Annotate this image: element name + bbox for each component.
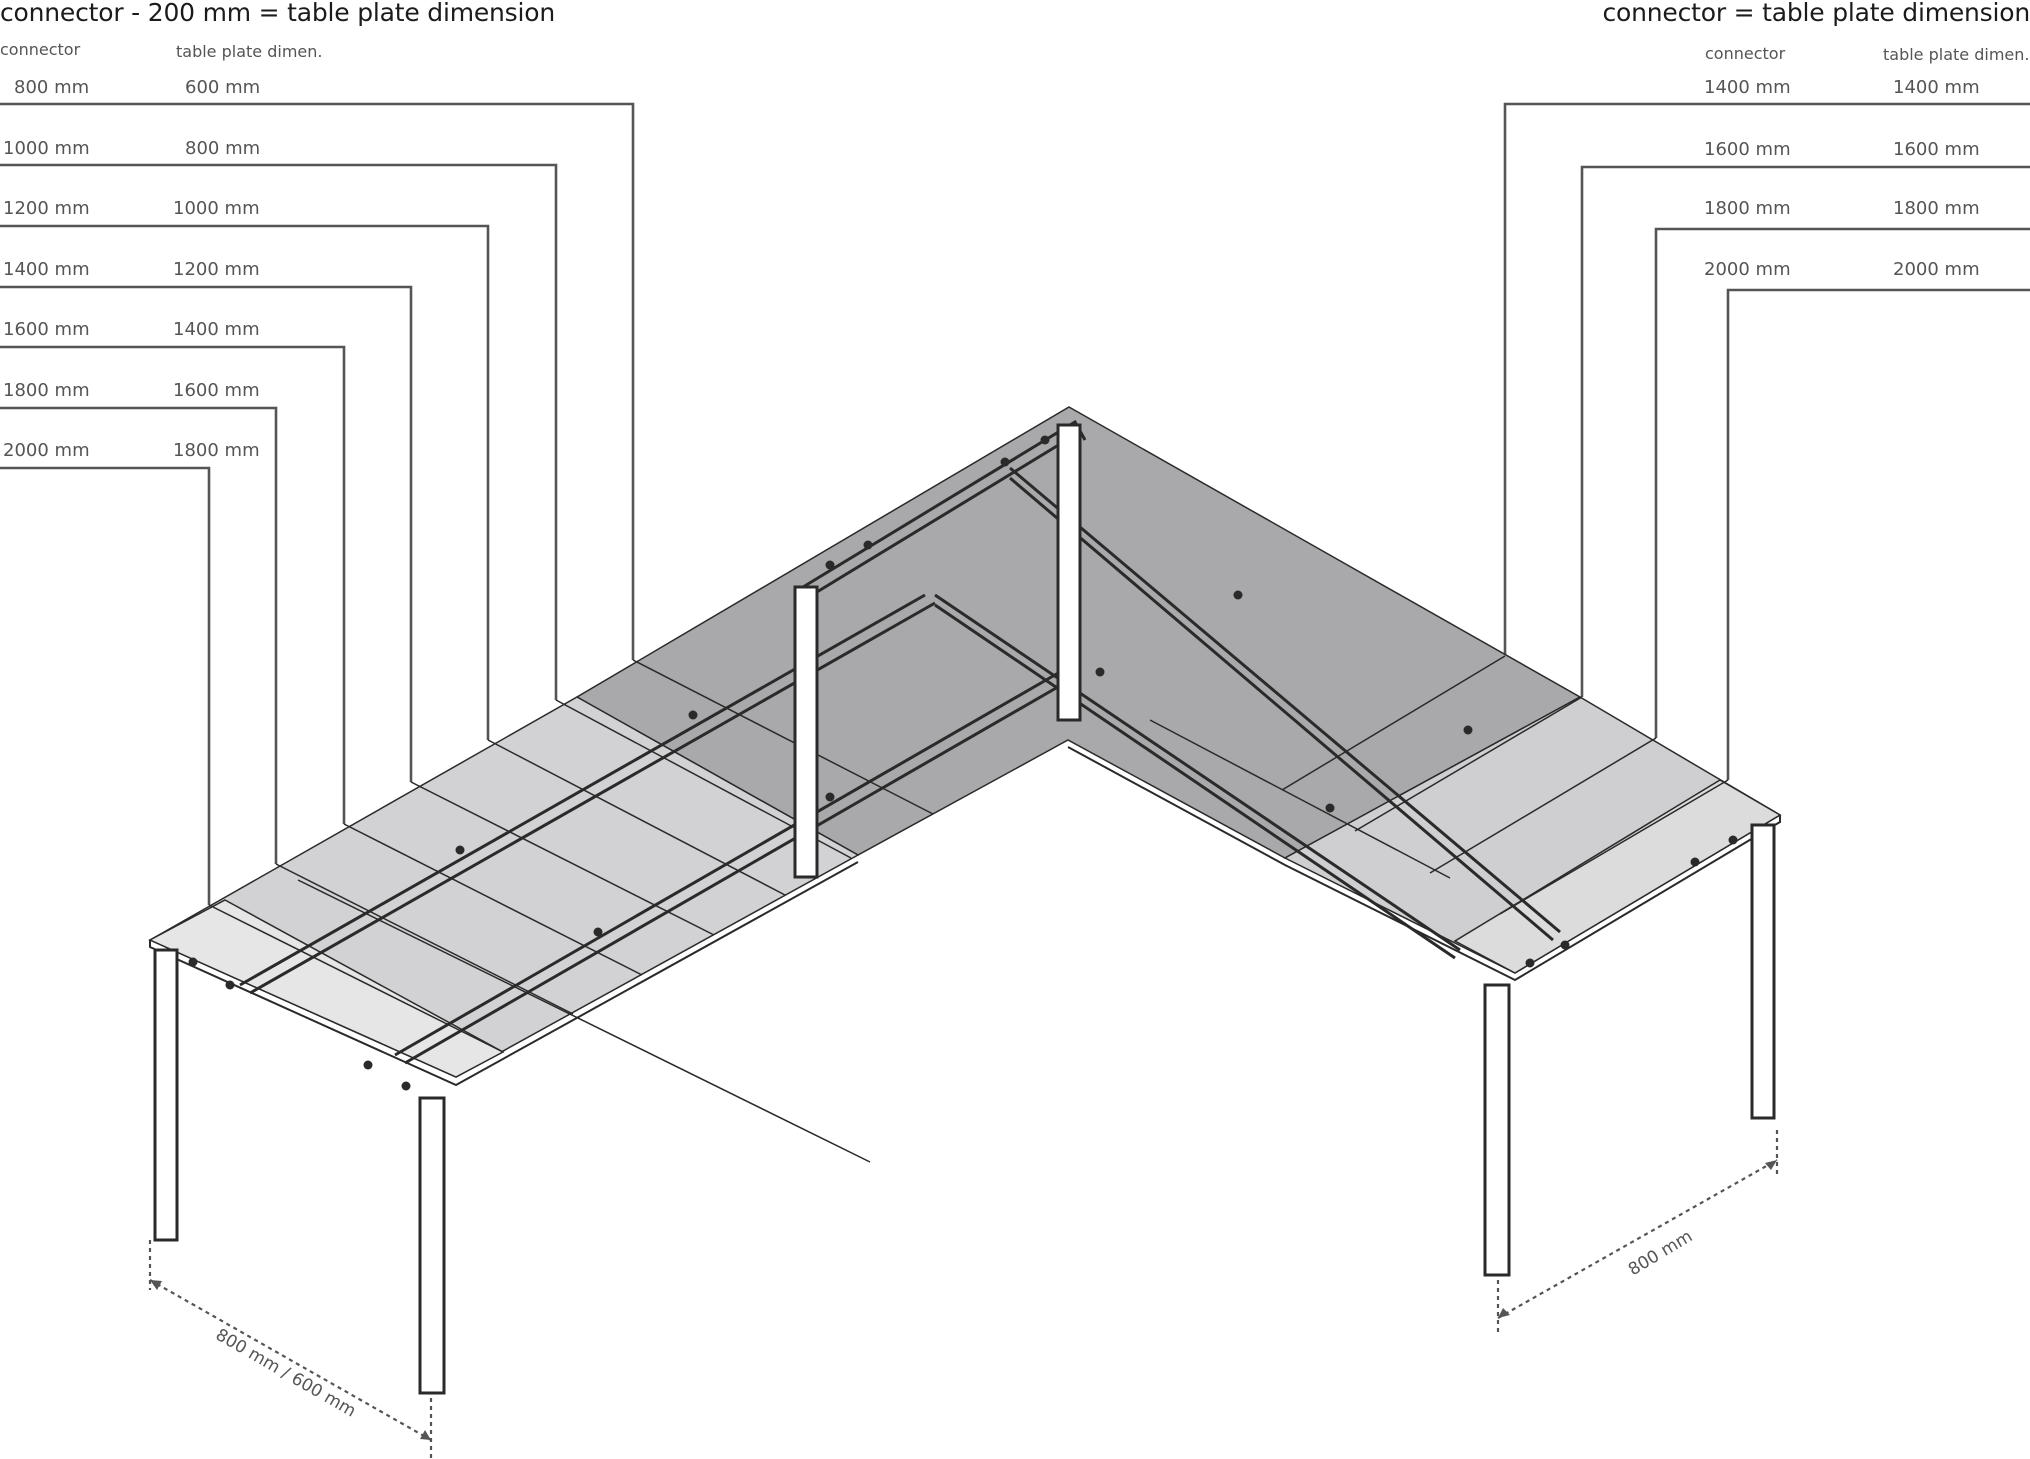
leader-left-4 [0, 285, 413, 782]
leg-left-back [153, 948, 179, 1242]
table-plate [148, 406, 1782, 1163]
plate-seams [297, 719, 1451, 1163]
right-row-1-plate: 1400 mm [1893, 77, 1980, 98]
left-row-1-connector: 800 mm [14, 77, 90, 98]
frame-bolts [188, 435, 1738, 1091]
right-row-4-connector: 2000 mm [1704, 259, 1791, 280]
left-table-title: connector - 200 mm = table plate dimensi… [0, 0, 555, 27]
leader-left-6 [0, 406, 278, 864]
leader-left-2 [0, 163, 558, 700]
left-leader-lines [0, 102, 635, 905]
leg-center-front [793, 585, 819, 879]
left-row-6-connector: 1800 mm [3, 380, 90, 401]
dim-right-main [1497, 1159, 1778, 1319]
leader-left-1 [0, 102, 635, 660]
leg-left-front [418, 1096, 446, 1395]
rail-right-2a [934, 593, 1461, 952]
rail-right-2b [934, 603, 1456, 960]
right-row-1-connector: 1400 mm [1704, 77, 1791, 98]
leader-right-1 [1503, 102, 2030, 656]
plate-front-edge-right [1067, 746, 1781, 982]
left-connector-header: connector [0, 40, 81, 59]
leader-left-5 [0, 345, 346, 824]
right-row-3-plate: 1800 mm [1893, 198, 1980, 219]
right-plate-header: table plate dimen. [1883, 45, 2030, 64]
leader-right-3 [1654, 227, 2030, 738]
dimension-lines [148, 1130, 1779, 1459]
rail-left-2a [394, 670, 1061, 1057]
left-row-6-plate: 1600 mm [173, 380, 260, 401]
left-row-7-plate: 1800 mm [173, 440, 260, 461]
frame-rails [239, 419, 1561, 1065]
rail-right-1a [1009, 466, 1561, 934]
right-connector-header: connector [1705, 44, 1786, 63]
left-plate-header: table plate dimen. [176, 42, 323, 61]
plate-front-edge-left [149, 861, 859, 1087]
rail-left-2b [404, 678, 1071, 1065]
left-row-7-connector: 2000 mm [3, 440, 90, 461]
right-plate-divisions [1281, 655, 1729, 915]
rail-back [802, 419, 1087, 589]
left-row-4-connector: 1400 mm [3, 259, 90, 280]
left-row-5-connector: 1600 mm [3, 319, 90, 340]
right-row-2-plate: 1600 mm [1893, 139, 1980, 160]
leg-right-back [1750, 823, 1776, 1120]
left-row-2-plate: 800 mm [185, 138, 261, 159]
dim-left-main [149, 1279, 432, 1441]
rail-left-1b [249, 601, 936, 995]
leader-right-2 [1580, 165, 2030, 697]
plate-left-end [148, 899, 505, 1078]
leader-left-7 [0, 466, 211, 905]
dimension-arrows [150, 1160, 1777, 1440]
leg-center-back [1056, 423, 1082, 722]
leader-left-3 [0, 224, 490, 740]
left-row-3-plate: 1000 mm [173, 198, 260, 219]
right-row-2-connector: 1600 mm [1704, 139, 1791, 160]
right-table-title: connector = table plate dimension [1602, 0, 2030, 27]
desk-legs [153, 423, 1776, 1395]
right-leader-lines [1503, 102, 2030, 780]
left-row-5-plate: 1400 mm [173, 319, 260, 340]
rail-back-inner [811, 433, 1076, 597]
rail-right-1b [1009, 476, 1554, 942]
left-row-2-connector: 1000 mm [3, 138, 90, 159]
right-row-4-plate: 2000 mm [1893, 259, 1980, 280]
left-row-3-connector: 1200 mm [3, 198, 90, 219]
leader-right-4 [1726, 288, 2030, 780]
left-row-4-plate: 1200 mm [173, 259, 260, 280]
right-row-3-connector: 1800 mm [1704, 198, 1791, 219]
leg-right-front [1483, 983, 1511, 1277]
left-row-1-plate: 600 mm [185, 77, 261, 98]
